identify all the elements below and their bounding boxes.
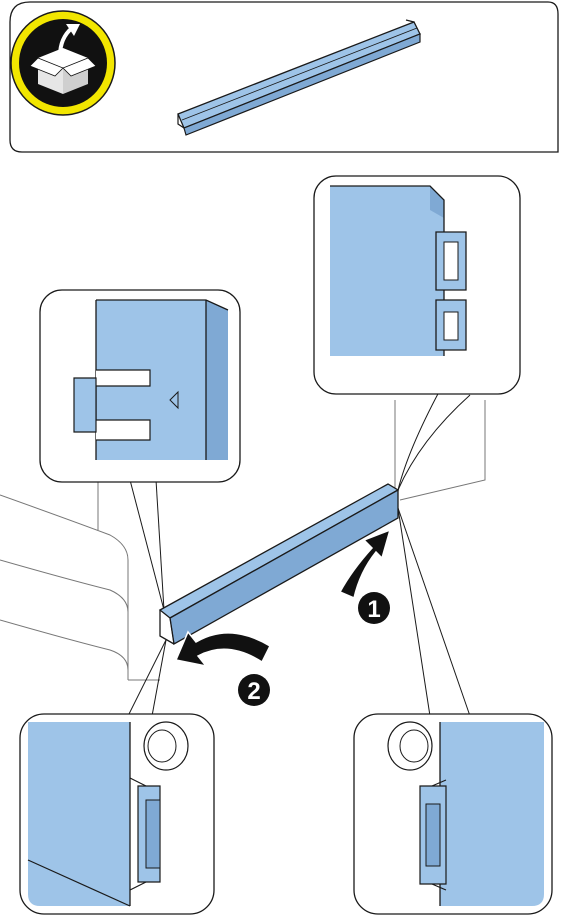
step-1-badge: 1 (358, 592, 390, 624)
step-2-label: 2 (247, 678, 260, 705)
callout-bottom-right-detail (354, 508, 552, 914)
curved-arrow-icon (176, 632, 270, 666)
step-2-badge: 2 (238, 674, 270, 706)
callout-bottom-left-detail (20, 640, 214, 914)
callout-front-end-detail (40, 290, 240, 610)
callout-rear-end-detail (314, 176, 520, 490)
open-box-unpack-icon (11, 11, 115, 115)
step-1-label: 1 (367, 596, 380, 623)
parts-panel (10, 2, 558, 152)
